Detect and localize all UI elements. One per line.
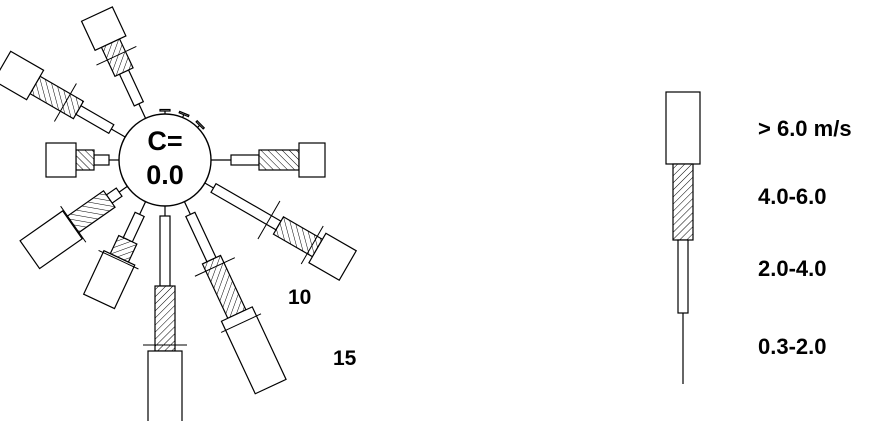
wind-band-line (118, 185, 128, 193)
wind-arm (82, 201, 147, 310)
wind-band-hatched (272, 216, 324, 258)
wind-band-hatched (258, 149, 300, 171)
wind-arm (147, 206, 183, 421)
wind-band-narrow (122, 211, 145, 243)
wind-band-wide (298, 142, 326, 178)
wind-band-wide (308, 232, 358, 282)
wind-band-line (111, 128, 126, 138)
calm-label-line2: 0.0 (146, 160, 184, 190)
wind-arm (178, 110, 190, 118)
ring-tick (300, 225, 324, 265)
wind-band-wide (19, 210, 84, 270)
legend-label-3: 0.3-2.0 (758, 334, 827, 359)
legend: > 6.0 m/s 4.0-6.0 2.0-4.0 0.3-2.0 (665, 91, 852, 384)
wind-band-hatched (201, 254, 247, 320)
legend-label-2: 2.0-4.0 (758, 256, 827, 281)
wind-arm (80, 6, 147, 119)
wind-band-wide (45, 142, 77, 178)
ring-tick (194, 257, 236, 277)
wind-arm (211, 142, 326, 178)
wind-band-narrow (210, 182, 282, 231)
wind-band-narrow (118, 69, 145, 107)
legend-swatch-hatched (672, 163, 694, 241)
wind-arm (0, 50, 126, 138)
ring-tick (98, 249, 139, 270)
wind-band-hatched (154, 285, 176, 352)
legend-swatch-wide (665, 91, 701, 165)
ring-tick (220, 313, 262, 333)
wind-band-wide (147, 350, 183, 421)
wind-band-narrow (178, 110, 190, 118)
ring-tick (60, 205, 87, 243)
wind-band-hatched (75, 149, 95, 171)
wind-band-line (183, 201, 191, 215)
ring-tick (257, 200, 281, 240)
wind-band-narrow (93, 154, 110, 166)
wind-band-wide (220, 306, 287, 395)
wind-band-narrow (159, 108, 171, 112)
ring-tick (53, 83, 77, 122)
wind-band-narrow (75, 104, 115, 135)
ring-tick (96, 46, 137, 66)
legend-label-0: > 6.0 m/s (758, 116, 852, 141)
ring-label-15: 15 (333, 347, 357, 370)
wind-arm (45, 142, 119, 178)
wind-arm (204, 182, 358, 282)
wind-band-wide (80, 6, 127, 52)
wind-band-line (204, 182, 214, 189)
wind-band-line (138, 103, 147, 119)
wind-band-hatched (29, 75, 85, 120)
wind-band-narrow (195, 119, 206, 130)
legend-label-1: 4.0-6.0 (758, 184, 827, 209)
wind-rose (0, 6, 358, 421)
wind-band-wide (0, 50, 45, 101)
calm-circle (118, 113, 212, 207)
wind-band-narrow (159, 215, 171, 287)
wind-arm (183, 201, 287, 395)
wind-band-narrow (185, 211, 217, 263)
wind-band-line (139, 201, 147, 215)
wind-band-narrow (230, 154, 260, 166)
wind-arm (19, 185, 128, 270)
ring-label-10: 10 (288, 286, 311, 309)
calm-label-line1: C= (147, 126, 182, 156)
wind-band-wide (82, 249, 136, 310)
legend-swatch-narrow (677, 239, 689, 314)
